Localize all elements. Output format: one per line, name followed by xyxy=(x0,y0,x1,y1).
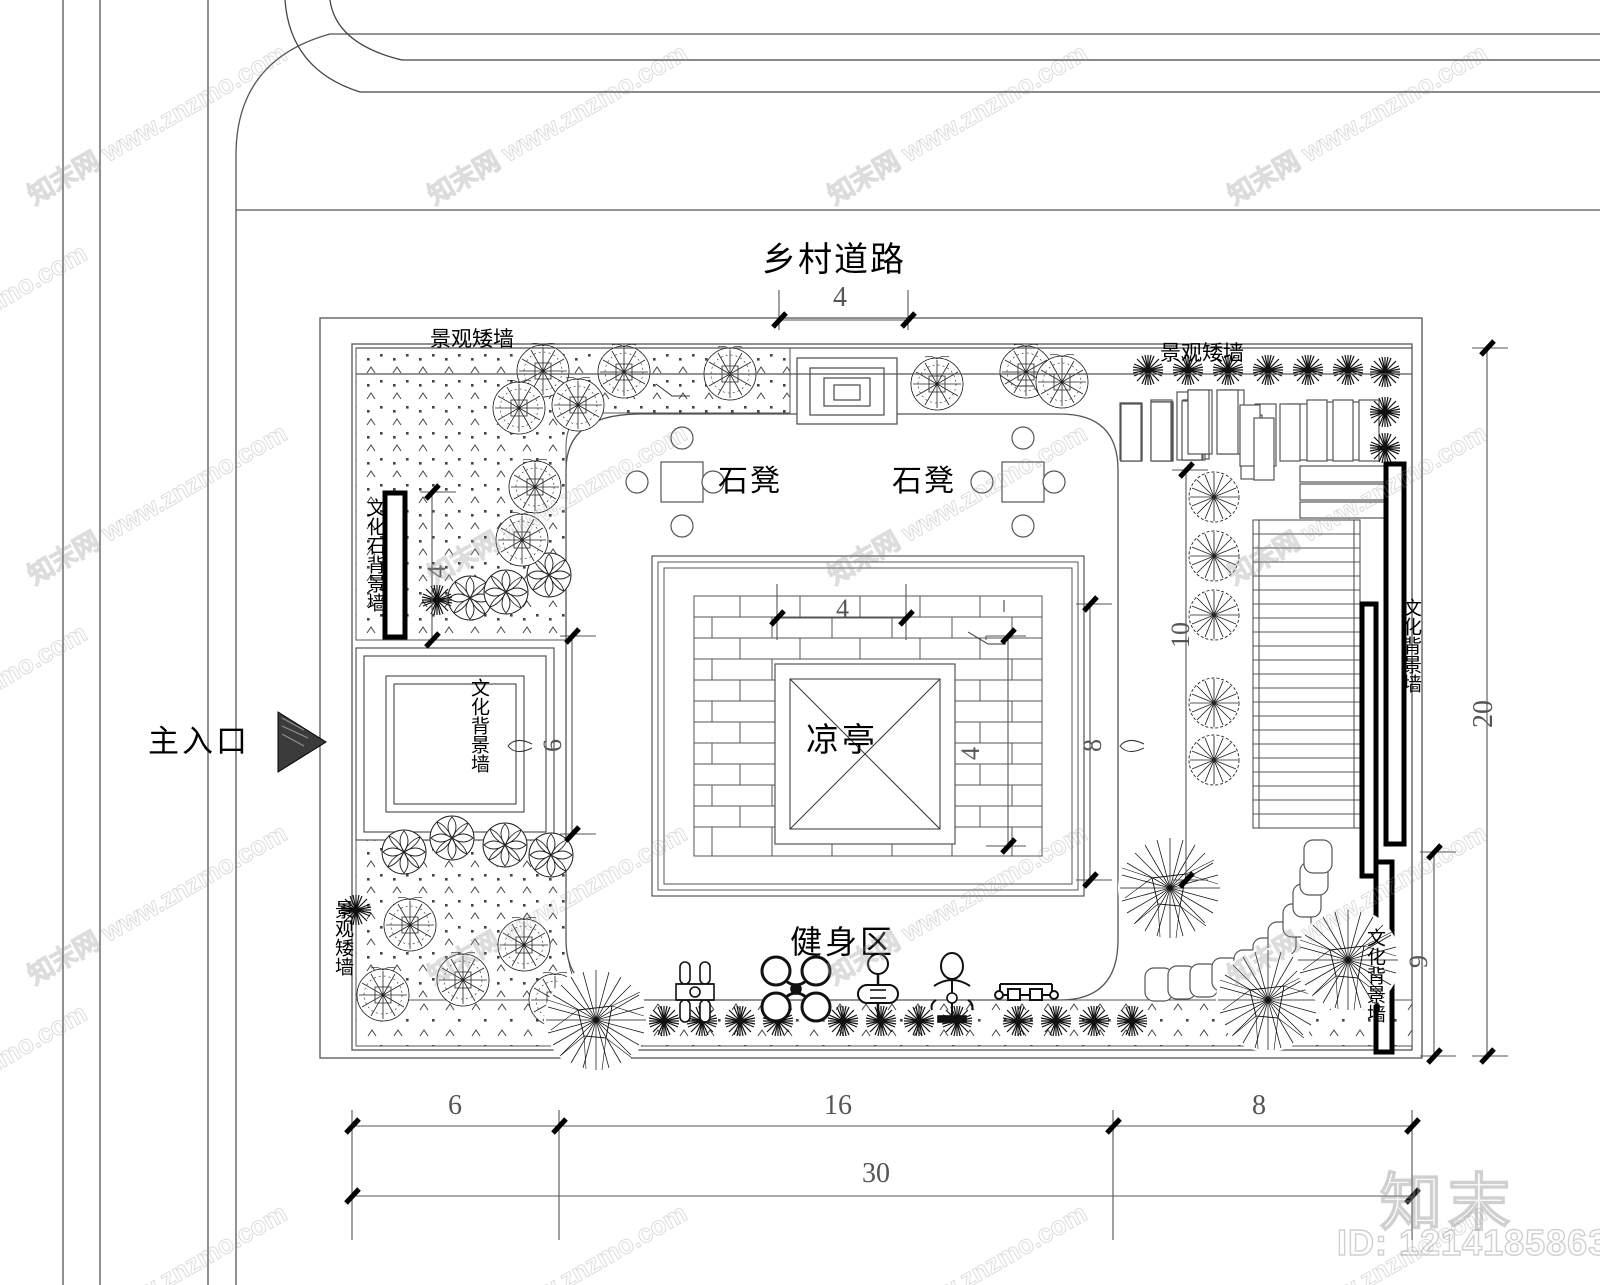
label-stone-bench-left: 石凳 xyxy=(718,464,782,499)
slat-band-right xyxy=(1299,465,1389,519)
site-boundary xyxy=(319,317,1423,1059)
road-lines xyxy=(62,0,1600,1285)
fitness-eq-wheel xyxy=(760,955,832,1023)
dimension-lines xyxy=(351,290,1508,1240)
dim-bottom-seg-1: 6 xyxy=(448,1090,462,1121)
dim-bottom-total: 30 xyxy=(862,1158,890,1189)
dim-right-vertical-20: 20 xyxy=(1468,700,1499,728)
pergola-corridor xyxy=(1252,519,1361,829)
low-wall-lines xyxy=(356,347,1412,375)
leader-lines xyxy=(507,374,1145,752)
label-stone-bench-right: 石凳 xyxy=(892,464,956,499)
dim-left-strip-4: 4 xyxy=(422,565,451,578)
label-culture-wall-right-lower: 文化背景墙 xyxy=(1364,928,1386,1023)
dim-road-width: 4 xyxy=(833,282,847,313)
fitness-eq-twister xyxy=(857,953,899,1020)
dim-right-vertical-10: 10 xyxy=(1166,622,1195,648)
label-culture-wall-entry: 文化背景墙 xyxy=(468,678,490,773)
fitness-equipment-row xyxy=(675,952,1059,1023)
culture-wall-right-mid xyxy=(1359,601,1379,879)
label-pavilion: 凉亭 xyxy=(806,720,878,759)
dim-bottom-seg-3: 8 xyxy=(1252,1090,1266,1121)
label-culture-wall-right-upper: 文化背景墙 xyxy=(1400,598,1422,693)
main-entrance-arrow xyxy=(277,711,327,773)
road-corner-curves xyxy=(284,0,1600,93)
dim-pavilion-top-4: 4 xyxy=(836,594,849,623)
fitness-eq-bars xyxy=(994,983,1059,1001)
brick-paving xyxy=(693,595,1043,857)
dimension-ticks xyxy=(344,311,1496,1205)
label-low-wall-left: 景观矮墙 xyxy=(332,900,354,976)
dim-bottom-seg-2: 16 xyxy=(824,1090,852,1121)
label-low-wall-top-left: 景观矮墙 xyxy=(430,327,514,351)
entry-culture-wall-plaza xyxy=(355,647,555,841)
dim-right-lower-9: 9 xyxy=(1404,955,1433,968)
stone-bench-group-left xyxy=(625,426,725,538)
label-main-entrance: 主入口 xyxy=(148,724,250,760)
dim-center-vertical-8: 8 xyxy=(1078,739,1107,752)
label-rural-road: 乡村道路 xyxy=(762,240,906,280)
top-feature-monument xyxy=(796,357,898,425)
dim-pavilion-side-4: 4 xyxy=(956,747,985,760)
stone-paving-bars xyxy=(1120,389,1380,481)
label-fitness-area: 健身区 xyxy=(790,923,896,961)
culture-wall-right-upper xyxy=(1383,461,1407,847)
fitness-eq-elliptical xyxy=(930,952,974,1023)
label-culture-stone-wall-left: 文化石背景墙 xyxy=(364,498,386,612)
culture-stone-wall-left xyxy=(382,490,408,640)
stone-bench-group-right xyxy=(970,426,1066,538)
label-low-wall-top-right: 景观矮墙 xyxy=(1160,341,1244,365)
fitness-eq-stepper xyxy=(675,961,715,1023)
dim-left-vertical-6: 6 xyxy=(538,739,567,752)
